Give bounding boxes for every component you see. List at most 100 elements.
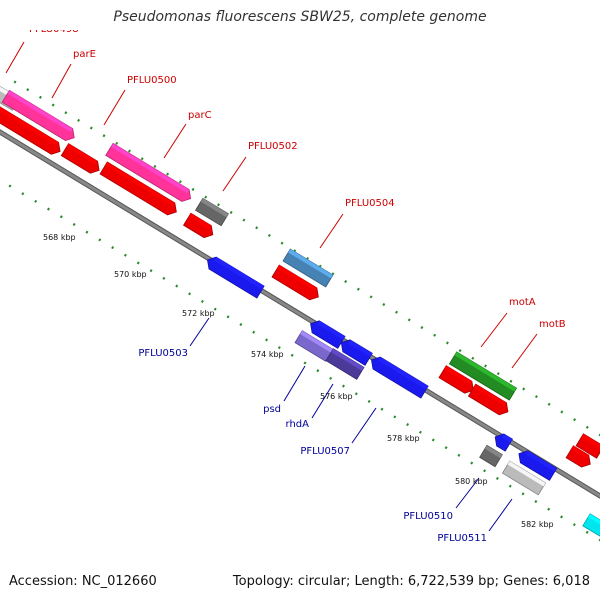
tick-mark-inner xyxy=(303,361,307,365)
gene-arrow-red-2 xyxy=(60,143,100,174)
tick-mark-outer xyxy=(560,410,564,414)
tick-mark-inner xyxy=(444,446,448,450)
gene-label-psd: psd xyxy=(263,404,281,415)
genome-map-layer: PFLU0498parEPFLU0500parCPFLU0502PFLU0503… xyxy=(0,24,600,544)
tick-mark-inner xyxy=(572,523,576,527)
tick-mark-outer xyxy=(102,134,106,138)
gene-leader-line xyxy=(511,333,538,369)
tick-mark-outer xyxy=(484,364,488,368)
tick-mark-outer xyxy=(420,326,424,330)
tick-mark-inner xyxy=(188,292,192,296)
tick-mark-outer xyxy=(445,341,449,345)
tick-mark-inner xyxy=(329,376,333,380)
tick-mark-inner xyxy=(47,207,50,211)
kbp-tick-label: 582 kbp xyxy=(521,520,554,529)
gene-arrow-red-3 xyxy=(99,161,177,216)
gene-label-pflu0503: PFLU0503 xyxy=(138,348,188,359)
tick-mark-inner xyxy=(8,184,12,188)
gene-label-rhda: rhdA xyxy=(286,419,310,430)
kbp-tick-label: 578 kbp xyxy=(387,434,420,443)
gene-label-pflu0507: PFLU0507 xyxy=(300,446,350,457)
gene-arrow-red-edge xyxy=(575,433,600,459)
gene-arrow-pfl-0499 xyxy=(1,89,75,142)
gene-label-pflu0511: PFLU0511 xyxy=(437,533,487,544)
gene-arrow-pfl-0502 xyxy=(194,197,230,227)
tick-mark-outer xyxy=(547,402,551,406)
gene-arrow-red-8 xyxy=(565,445,591,468)
tick-mark-inner xyxy=(59,215,63,219)
gene-leader-line xyxy=(311,383,334,419)
tick-mark-outer xyxy=(496,372,500,376)
gene-label-pflu0504: PFLU0504 xyxy=(345,198,395,209)
tick-mark-outer xyxy=(64,111,68,115)
tick-mark-inner xyxy=(380,407,384,411)
tick-mark-outer xyxy=(166,172,170,176)
tick-mark-inner xyxy=(34,199,38,203)
tick-mark-outer xyxy=(267,233,271,238)
tick-mark-outer xyxy=(407,318,411,322)
tick-mark-inner xyxy=(149,269,153,273)
tick-mark-inner xyxy=(136,261,140,265)
gene-leader-line xyxy=(455,477,480,509)
gene-arrow-red-6 xyxy=(438,365,474,394)
tick-mark-inner xyxy=(483,469,487,473)
gene-label-motb: motB xyxy=(539,319,566,330)
tick-mark-outer xyxy=(280,241,284,245)
tick-mark-outer xyxy=(356,287,360,291)
tick-mark-inner xyxy=(547,507,551,511)
genome-summary-text: Topology: circular; Length: 6,722,539 bp… xyxy=(232,574,590,589)
tick-mark-inner xyxy=(98,238,102,242)
gene-leader-line xyxy=(351,407,377,444)
tick-mark-inner xyxy=(200,299,204,303)
gene-label-pflu0510: PFLU0510 xyxy=(403,511,453,522)
accession-text: Accession: NC_012660 xyxy=(9,574,157,589)
tick-mark-inner xyxy=(85,230,89,234)
gene-arrow-red-4 xyxy=(182,212,214,239)
tick-mark-outer xyxy=(77,118,81,122)
gene-leader-line xyxy=(189,317,210,347)
tick-mark-outer xyxy=(433,333,437,337)
tick-mark-inner xyxy=(406,423,410,427)
tick-mark-outer xyxy=(140,157,144,161)
tick-mark-inner xyxy=(21,192,25,196)
tick-mark-inner xyxy=(418,430,422,434)
gene-label-pare: parE xyxy=(73,49,96,60)
tick-mark-outer xyxy=(585,425,589,429)
gene-leader-line xyxy=(222,156,247,192)
gene-arrow-blue-1 xyxy=(310,320,346,349)
gene-arrow-rhdA xyxy=(325,348,365,380)
gene-arrow-pfl-0511 xyxy=(501,460,547,496)
gene-leader-line xyxy=(319,213,344,249)
gene-leader-line xyxy=(51,63,72,99)
tick-mark-outer xyxy=(255,226,259,230)
tick-mark-inner xyxy=(521,492,525,496)
tick-mark-inner xyxy=(354,392,358,396)
tick-mark-outer xyxy=(153,164,157,168)
tick-mark-outer xyxy=(115,141,119,145)
tick-mark-inner xyxy=(290,353,294,357)
tick-mark-outer xyxy=(204,195,208,199)
tick-mark-outer xyxy=(242,218,246,222)
kbp-tick-label: 580 kbp xyxy=(455,477,488,486)
tick-mark-outer xyxy=(458,349,462,353)
tick-mark-inner xyxy=(316,369,320,373)
tick-mark-outer xyxy=(191,187,195,191)
tick-mark-inner xyxy=(585,530,589,534)
gene-arrow-blue-4 xyxy=(518,450,558,481)
tick-mark-inner xyxy=(508,484,512,488)
tick-mark-outer xyxy=(344,279,348,284)
tick-mark-outer xyxy=(369,295,373,299)
gene-label-pflu0498: PFLU0498 xyxy=(29,24,79,35)
gene-arrow-blue-2 xyxy=(340,339,373,366)
tick-mark-inner xyxy=(213,307,217,311)
gene-arrow-pfl-0504 xyxy=(282,248,334,288)
gene-arrow-pfl-0510 xyxy=(479,444,503,468)
tick-mark-outer xyxy=(395,310,398,314)
tick-mark-outer xyxy=(229,210,233,215)
tick-mark-inner xyxy=(111,246,115,250)
gene-label-mota: motA xyxy=(509,297,536,308)
kbp-tick-label: 568 kbp xyxy=(43,233,76,242)
tick-mark-outer xyxy=(522,387,526,391)
gene-label-pflu0500: PFLU0500 xyxy=(127,75,177,86)
